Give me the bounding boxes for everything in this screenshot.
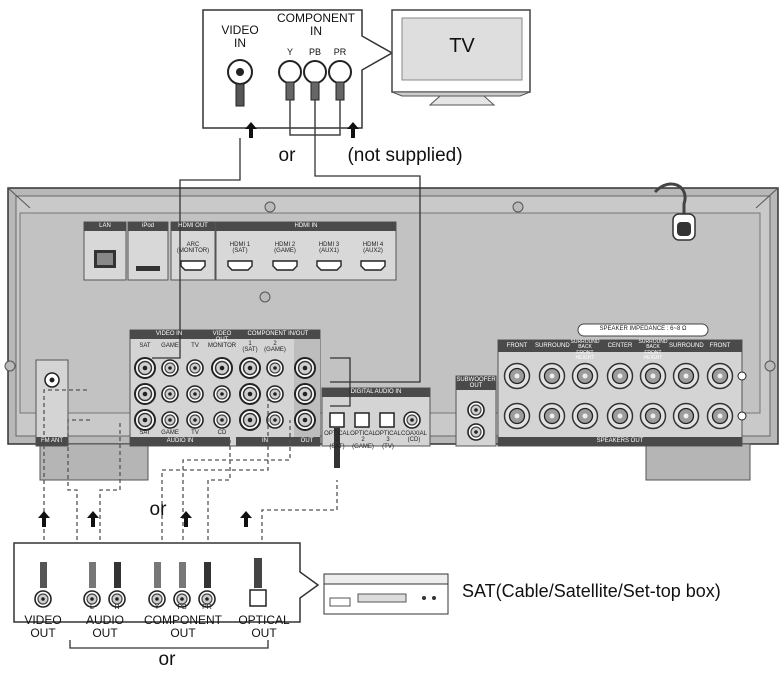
source-audio-r: R [114,604,120,611]
audio-col-game: GAME [161,430,179,436]
optical-3-label: OPTICAL 3 (TV) [375,431,401,450]
hdmi-in-3: HDMI 3 (AUX1) [318,242,340,255]
speaker-impedance-label: SPEAKER IMPEDANCE : 6~8 Ω [599,326,687,332]
hdmi-in-2: HDMI 2 (GAME) [274,242,296,255]
component-in-footer: IN [262,438,268,444]
source-component-y: Y [154,604,160,611]
source-component-pr: PR [202,604,212,611]
source-optical-out-label: OPTICAL OUT [238,613,290,640]
or-label-top: or [278,145,296,166]
audio-in-footer: AUDIO IN [166,438,194,444]
tv-video-in-label: VIDEO IN [221,23,259,50]
speaker-col-surround-l: SURROUND [669,343,704,349]
connection-cables [152,135,421,468]
source-video-out-label: VIDEO OUT [24,613,62,640]
component-out-footer: OUT [300,438,314,444]
video-col-sat: SAT [139,343,151,349]
audio-col-sat: SAT [139,430,151,436]
or-label-mid: or [149,499,167,520]
receiver-back-panel [4,182,779,481]
speaker-col-surround-back-r: SURROUND BACK FRONT HEIGHT [570,339,600,361]
sat-device-label: SAT(Cable/Satellite/Set-top box) [462,581,721,601]
video-col-monitor: MONITOR [207,343,237,349]
source-audio-l: L [90,604,94,611]
optical-1-label: OPTICAL 1 (SAT) [324,431,350,450]
source-component-pb: PB [177,604,187,611]
fm-ant-label: FM ANT [41,438,63,444]
digital-audio-header: DIGITAL AUDIO IN [350,389,402,395]
component-col-1: 1 (SAT) [242,341,258,354]
speaker-col-surround-back-l: SURROUND BACK FRONT HEIGHT [638,339,668,361]
or-label-bottom: or [158,649,176,670]
tv-jack-pb: PB [308,47,321,57]
audio-col-tv: TV [191,430,199,436]
hdmi-in-header: HDMI IN [294,223,318,229]
component-col-2: 2 (GAME) [264,341,286,354]
speakers-out-footer: SPEAKERS OUT [596,438,644,444]
lan-header: LAN [99,223,111,229]
component-header: COMPONENT IN/OUT [247,331,309,337]
tv-jack-pr: PR [333,47,347,57]
speaker-col-surround-r: SURROUND [535,343,570,349]
video-in-header: VIDEO IN [155,331,183,337]
tv-screen-label: TV [449,35,475,57]
coaxial-label: COAXIAL (CD) [400,431,427,444]
ipod-header: iPod [141,223,154,229]
optical-2-label: OPTICAL 2 (GAME) [350,431,376,450]
hdmi-in-4: HDMI 4 (AUX2) [362,242,384,255]
video-out-header: VIDEO OUT [212,331,232,344]
speaker-col-front-l: FRONT [709,343,731,349]
source-callout [13,542,449,649]
hdmi-out-header: HDMI OUT [178,223,208,229]
speaker-col-front-r: FRONT [506,343,528,349]
hdmi-in-1: HDMI 1 (SAT) [229,242,251,255]
subwoofer-label: SUBWOOFER OUT [456,377,496,390]
tv-component-in-label: COMPONENT IN [277,11,355,38]
source-component-out-label: COMPONENT OUT [144,613,222,640]
tv-callout [202,9,531,138]
hdmi-out-arc: ARC (MONITOR) [176,242,210,255]
speaker-col-center: CENTER [607,343,633,349]
source-audio-out-label: AUDIO OUT [85,613,124,640]
tv-jack-y: Y [286,47,293,57]
audio-col-cd: CD [217,430,227,436]
not-supplied-label: (not supplied) [347,145,463,166]
connection-cables-dashed [43,389,338,540]
video-col-game: GAME [161,343,179,349]
video-col-tv: TV [191,343,199,349]
